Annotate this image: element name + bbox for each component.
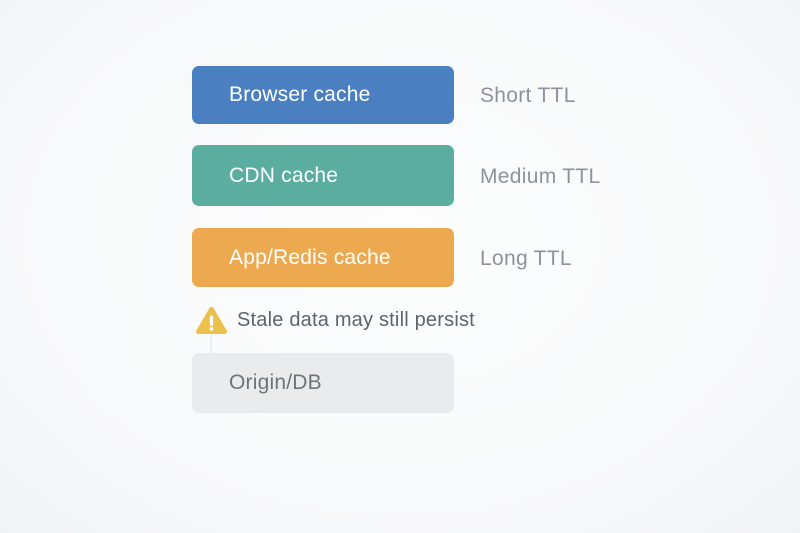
ttl-label-short: Short TTL — [480, 84, 576, 107]
warning-text: Stale data may still persist — [237, 308, 475, 331]
layer-box-app-redis-cache: App/Redis cache — [192, 228, 454, 287]
warning-triangle-icon — [196, 306, 227, 334]
layer-label-browser-cache: Browser cache — [229, 83, 371, 106]
stale-data-warning: Stale data may still persist — [196, 304, 475, 336]
layer-label-cdn-cache: CDN cache — [229, 163, 339, 187]
ttl-label-long: Long TTL — [480, 247, 572, 270]
ttl-label-medium: Medium TTL — [480, 165, 601, 188]
layer-box-origin-db: Origin/DB — [192, 353, 454, 413]
layer-box-cdn-cache: CDN cache — [192, 145, 454, 206]
layer-box-browser-cache: Browser cache — [192, 66, 454, 124]
layer-label-origin-db: Origin/DB — [229, 371, 322, 394]
warning-to-origin-connector — [210, 335, 212, 354]
layer-label-app-redis-cache: App/Redis cache — [229, 245, 391, 269]
